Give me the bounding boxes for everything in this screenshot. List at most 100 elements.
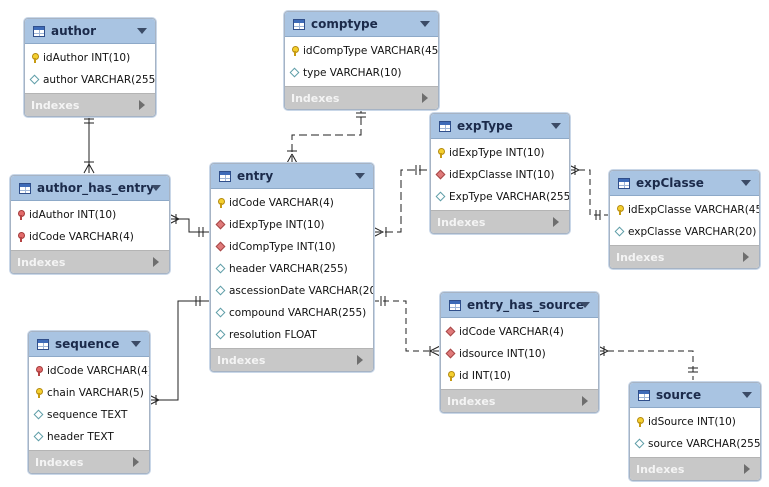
- table-title-entry-has-source: entry_has_source: [467, 298, 585, 312]
- collapse-arrow-icon[interactable]: [580, 302, 590, 308]
- table-header[interactable]: entry_has_source: [441, 293, 598, 318]
- column-row[interactable]: ExpType VARCHAR(255): [431, 186, 569, 208]
- column-row[interactable]: idCode VARCHAR(4): [211, 192, 373, 214]
- table-header[interactable]: sequence: [29, 332, 149, 357]
- indexes-section[interactable]: Indexes: [29, 450, 149, 473]
- table-header[interactable]: author_has_entry: [11, 176, 169, 201]
- column-row[interactable]: author VARCHAR(255): [25, 69, 155, 91]
- column-row[interactable]: source VARCHAR(255): [630, 433, 760, 455]
- indexes-section[interactable]: Indexes: [11, 250, 169, 273]
- table-comptype[interactable]: comptype idCompType VARCHAR(45) type VARCH…: [284, 11, 439, 110]
- indexes-section[interactable]: Indexes: [441, 389, 598, 412]
- table-title-expclasse: expClasse: [636, 176, 704, 190]
- column-list: idExpType INT(10)idExpClasse INT(10)ExpT…: [431, 139, 569, 210]
- table-entry-has-source[interactable]: entry_has_source idCode VARCHAR(4) idsourc…: [440, 292, 599, 413]
- table-header[interactable]: source: [630, 383, 760, 408]
- column-row[interactable]: idAuthor INT(10): [25, 47, 155, 69]
- column-row[interactable]: idsource INT(10): [441, 343, 598, 365]
- column-label: idAuthor INT(10): [29, 209, 117, 221]
- column-icon: [216, 308, 226, 318]
- column-icon: [436, 192, 446, 202]
- foreign-key-icon: [436, 170, 446, 180]
- table-header[interactable]: entry: [211, 164, 373, 189]
- expand-arrow-icon[interactable]: [744, 464, 750, 474]
- column-label: author VARCHAR(255): [43, 74, 156, 86]
- rel-author-author-has-entry: [83, 112, 95, 174]
- foreign-key-icon: [446, 327, 456, 337]
- table-header[interactable]: author: [25, 19, 155, 44]
- column-label: compound VARCHAR(255): [229, 307, 367, 319]
- table-header[interactable]: expClasse: [610, 171, 759, 196]
- column-row[interactable]: resolution FLOAT: [211, 324, 373, 346]
- column-row[interactable]: idCode VARCHAR(4): [441, 321, 598, 343]
- column-list: idAuthor INT(10) idCode VARCHAR(4): [11, 201, 169, 250]
- column-label: idSource INT(10): [648, 416, 736, 428]
- table-icon: [37, 338, 49, 350]
- column-label: idsource INT(10): [459, 348, 546, 360]
- column-row[interactable]: ascessionDate VARCHAR(20): [211, 280, 373, 302]
- column-row[interactable]: idExpClasse VARCHAR(45): [610, 199, 759, 221]
- indexes-label: Indexes: [17, 255, 66, 269]
- expand-arrow-icon[interactable]: [743, 252, 749, 262]
- indexes-label: Indexes: [616, 250, 665, 264]
- collapse-arrow-icon[interactable]: [151, 185, 161, 191]
- indexes-section[interactable]: Indexes: [25, 93, 155, 116]
- column-label: ascessionDate VARCHAR(20): [229, 285, 374, 297]
- expand-arrow-icon[interactable]: [582, 396, 588, 406]
- table-author-has-entry[interactable]: author_has_entry idAuthor INT(10) idCode V…: [10, 175, 170, 274]
- column-row[interactable]: header TEXT: [29, 426, 149, 448]
- foreign-key-icon: [446, 349, 456, 359]
- column-row[interactable]: idCompType INT(10): [211, 236, 373, 258]
- column-row[interactable]: idExpClasse INT(10): [431, 164, 569, 186]
- expand-arrow-icon[interactable]: [133, 457, 139, 467]
- expand-arrow-icon[interactable]: [153, 257, 159, 267]
- table-header[interactable]: expType: [431, 114, 569, 139]
- table-entry[interactable]: entry idCode VARCHAR(4)idExpType INT(10)i…: [210, 163, 374, 372]
- column-row[interactable]: idExpType INT(10): [211, 214, 373, 236]
- column-row[interactable]: compound VARCHAR(255): [211, 302, 373, 324]
- collapse-arrow-icon[interactable]: [551, 123, 561, 129]
- column-label: idCompType VARCHAR(45): [303, 45, 439, 57]
- column-row[interactable]: idCode VARCHAR(4): [29, 360, 149, 382]
- table-source[interactable]: source idSource INT(10) source VARCHAR(255…: [629, 382, 761, 481]
- expand-arrow-icon[interactable]: [422, 93, 428, 103]
- column-row[interactable]: idCompType VARCHAR(45): [285, 40, 438, 62]
- expand-arrow-icon[interactable]: [139, 100, 145, 110]
- table-header[interactable]: comptype: [285, 12, 438, 37]
- column-icon: [290, 68, 300, 78]
- collapse-arrow-icon[interactable]: [420, 21, 430, 27]
- column-row[interactable]: sequence TEXT: [29, 404, 149, 426]
- table-sequence[interactable]: sequence idCode VARCHAR(4)chain VARCHAR(5…: [28, 331, 150, 474]
- column-row[interactable]: idSource INT(10): [630, 411, 760, 433]
- column-icon: [635, 439, 645, 449]
- expand-arrow-icon[interactable]: [357, 355, 363, 365]
- indexes-section[interactable]: Indexes: [630, 457, 760, 480]
- table-expclasse[interactable]: expClasse idExpClasse VARCHAR(45)expClass…: [609, 170, 760, 269]
- column-row[interactable]: id INT(10): [441, 365, 598, 387]
- foreign-key-icon: [216, 242, 226, 252]
- column-label: type VARCHAR(10): [303, 67, 402, 79]
- indexes-section[interactable]: Indexes: [285, 86, 438, 109]
- collapse-arrow-icon[interactable]: [131, 341, 141, 347]
- indexes-section[interactable]: Indexes: [431, 210, 569, 233]
- column-row[interactable]: idExpType INT(10): [431, 142, 569, 164]
- column-row[interactable]: chain VARCHAR(5): [29, 382, 149, 404]
- column-row[interactable]: expClasse VARCHAR(20): [610, 221, 759, 243]
- collapse-arrow-icon[interactable]: [355, 173, 365, 179]
- table-title-author: author: [51, 24, 97, 38]
- column-list: idExpClasse VARCHAR(45)expClasse VARCHAR…: [610, 196, 759, 245]
- column-row[interactable]: type VARCHAR(10): [285, 62, 438, 84]
- column-row[interactable]: header VARCHAR(255): [211, 258, 373, 280]
- primary-key-icon: [30, 53, 40, 63]
- collapse-arrow-icon[interactable]: [741, 180, 751, 186]
- collapse-arrow-icon[interactable]: [742, 392, 752, 398]
- indexes-section[interactable]: Indexes: [211, 348, 373, 371]
- column-label: sequence TEXT: [47, 409, 128, 421]
- column-row[interactable]: idAuthor INT(10): [11, 204, 169, 226]
- column-row[interactable]: idCode VARCHAR(4): [11, 226, 169, 248]
- collapse-arrow-icon[interactable]: [137, 28, 147, 34]
- expand-arrow-icon[interactable]: [553, 217, 559, 227]
- indexes-section[interactable]: Indexes: [610, 245, 759, 268]
- table-author[interactable]: author idAuthor INT(10) author VARCHAR(255…: [24, 18, 156, 117]
